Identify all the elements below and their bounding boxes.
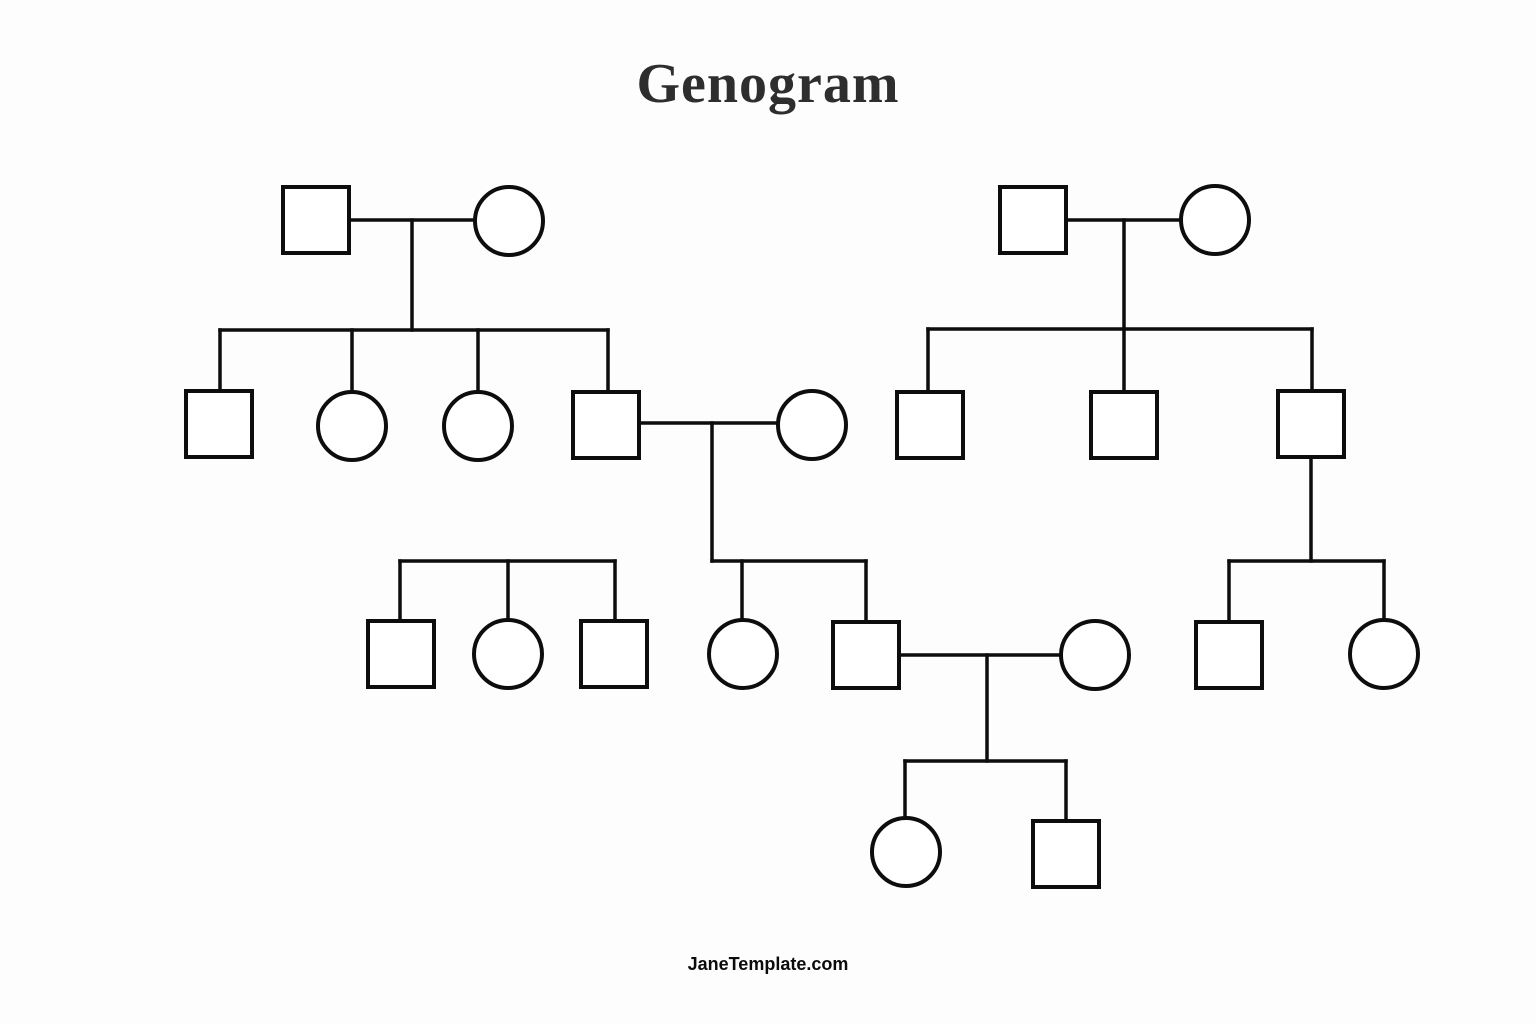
- family2-child3-son-male-node: [1276, 389, 1346, 459]
- family1-grandmother-female-node: [473, 185, 545, 257]
- family4-son-male-node: [1194, 620, 1264, 690]
- family5-daughter-female-node: [870, 816, 942, 888]
- family3-son-wife-female-node: [1059, 619, 1131, 691]
- sibling-group-daughter-female-node: [472, 618, 544, 690]
- sibling-group-son1-male-node: [366, 619, 436, 689]
- sibling-group-son2-male-node: [579, 619, 649, 689]
- family3-daughter-female-node: [707, 618, 779, 690]
- family4-daughter-female-node: [1348, 618, 1420, 690]
- family3-son-male-node: [831, 620, 901, 690]
- page-title: Genogram: [636, 53, 900, 115]
- family2-grandmother-female-node: [1179, 184, 1251, 256]
- family2-child1-son-male-node: [895, 390, 965, 460]
- family5-son-male-node: [1031, 819, 1101, 889]
- family1-child3-daughter-female-node: [442, 390, 514, 462]
- footer-site-label: JaneTemplate.com: [687, 954, 849, 974]
- family1-child1-son-male-node: [184, 389, 254, 459]
- family2-child2-son-male-node: [1089, 390, 1159, 460]
- family1-grandfather-male-node: [281, 185, 351, 255]
- family2-grandfather-male-node: [998, 185, 1068, 255]
- family1-child4-wife-female-node: [776, 389, 848, 461]
- family1-child4-son-male-node: [571, 390, 641, 460]
- family1-child2-daughter-female-node: [316, 390, 388, 462]
